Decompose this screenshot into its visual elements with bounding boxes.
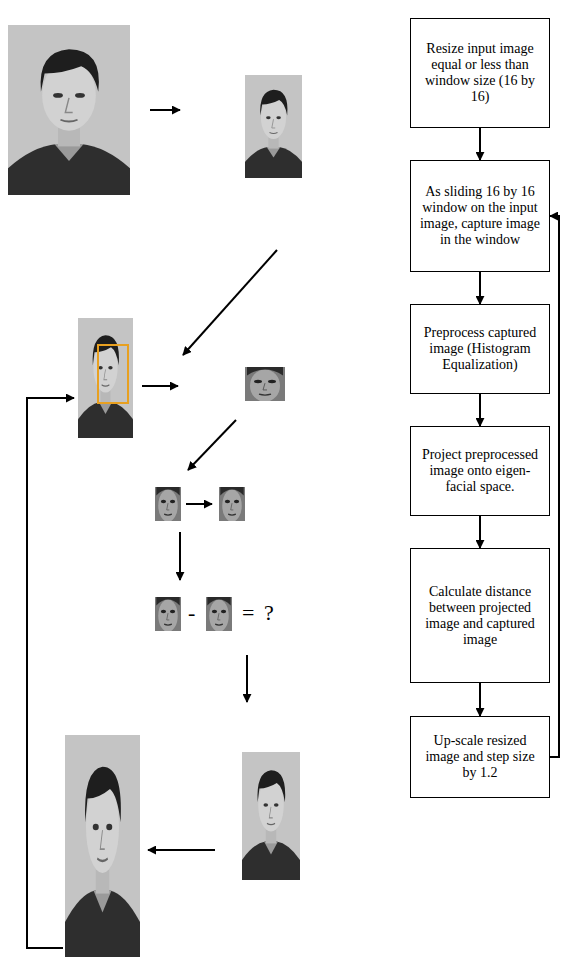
equation-symbol: - (188, 601, 195, 625)
process-box: Resize input image equal or less than wi… (410, 18, 550, 128)
box-text: Up-scale resized image and step size by … (417, 733, 543, 781)
box-text: Calculate distance between projected ima… (417, 584, 543, 648)
equation-symbol: ? (264, 601, 274, 625)
box-text: Resize input image equal or less than wi… (417, 41, 543, 105)
flow-arrow (479, 683, 481, 716)
box-text: Project preprocessed image onto eigen-fa… (417, 447, 543, 495)
box-text: Preprocess captured image (Histogram Equ… (417, 325, 543, 373)
flow-arrow (479, 272, 481, 304)
flow-arrow (479, 128, 481, 160)
process-box: As sliding 16 by 16 window on the input … (410, 160, 550, 272)
process-box: Project preprocessed image onto eigen-fa… (410, 426, 550, 516)
box-text: As sliding 16 by 16 window on the input … (417, 184, 543, 248)
equation-symbol: = (242, 601, 254, 625)
process-box: Preprocess captured image (Histogram Equ… (410, 304, 550, 394)
process-box: Up-scale resized image and step size by … (410, 716, 550, 798)
flow-arrow (550, 216, 559, 757)
process-box: Calculate distance between projected ima… (410, 548, 550, 683)
flow-arrow (479, 516, 481, 548)
flow-arrow (479, 394, 481, 426)
